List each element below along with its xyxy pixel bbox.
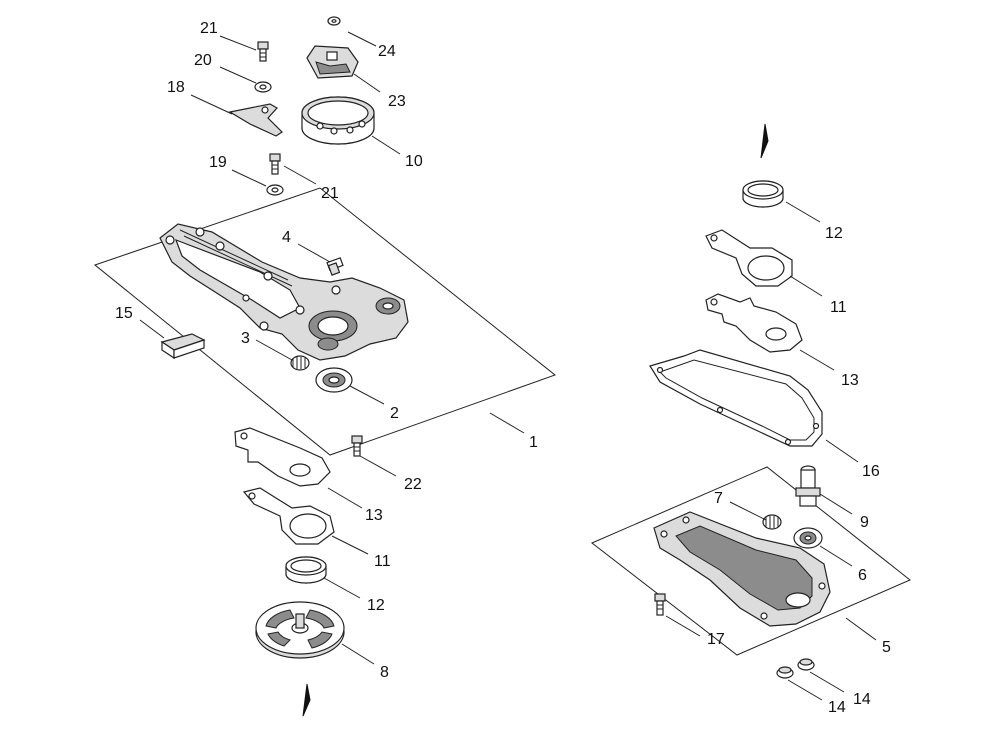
callout-2: 2	[390, 405, 399, 422]
callout-6: 6	[858, 567, 867, 584]
part-ring-plate-11-right	[705, 229, 793, 287]
callout-10: 10	[405, 153, 423, 170]
callout-19: 19	[209, 154, 227, 171]
callout-15: 15	[115, 305, 133, 322]
callout-5: 5	[882, 639, 891, 656]
part-shaft-9	[795, 465, 821, 507]
callout-8: 8	[380, 664, 389, 681]
part-bolt-17	[654, 593, 666, 616]
part-washer-20	[254, 81, 272, 93]
part-cap-14-a	[776, 666, 794, 679]
callout-3: 3	[241, 330, 250, 347]
part-washer-24	[327, 16, 341, 26]
callout-24: 24	[378, 43, 396, 60]
callout-numbers: 21 24 20 18 23 10 19 21 4 15 3 2 1 22 13…	[115, 20, 891, 716]
callout-21-top: 21	[200, 20, 218, 37]
part-plate-13-left	[234, 427, 331, 487]
assembly-box-1	[93, 187, 557, 456]
up-arrow-top	[760, 123, 769, 159]
up-arrow-bottom	[302, 683, 311, 717]
part-drive-plate-8	[255, 601, 345, 659]
part-gasket-16	[649, 349, 823, 447]
part-ball-bearing-6	[793, 527, 823, 549]
part-case-5	[653, 511, 831, 627]
callout-23: 23	[388, 93, 406, 110]
part-needle-bearing-3	[290, 355, 310, 371]
part-clutch-drum-10	[301, 96, 375, 145]
part-clutch-shoe-23	[306, 45, 359, 79]
callout-14-bottom: 14	[828, 699, 846, 716]
part-plate-13-right	[705, 293, 803, 353]
callout-1: 1	[529, 434, 538, 451]
part-needle-bearing-7	[762, 514, 782, 530]
callout-13-left: 13	[365, 507, 383, 524]
callout-4: 4	[282, 229, 291, 246]
part-pad-15	[160, 333, 206, 360]
part-housing-1	[159, 223, 409, 361]
callout-16: 16	[862, 463, 880, 480]
part-cap-14-b	[797, 658, 815, 671]
part-ball-bearing-2	[315, 367, 353, 393]
part-ring-plate-11-left	[242, 487, 335, 545]
part-bracket-18	[228, 103, 283, 137]
callout-11-right: 11	[830, 299, 847, 316]
callout-21-bottom: 21	[321, 185, 339, 202]
part-bolt-21-top	[257, 41, 269, 62]
callout-7: 7	[714, 490, 723, 507]
part-washer-21	[266, 184, 284, 196]
callout-11-left: 11	[374, 553, 391, 570]
callout-12-left: 12	[367, 597, 385, 614]
callout-20: 20	[194, 52, 212, 69]
callout-17: 17	[707, 631, 725, 648]
callout-12-right: 12	[825, 225, 843, 242]
assembly-box-5	[591, 466, 911, 656]
part-bolt-19	[269, 153, 281, 175]
leader-lines	[139, 31, 877, 701]
part-collar-12-left	[285, 556, 327, 584]
part-fitting-4	[326, 257, 344, 276]
callout-9: 9	[860, 514, 869, 531]
callout-18: 18	[167, 79, 185, 96]
callout-14-right: 14	[853, 691, 871, 708]
callout-13-right: 13	[841, 372, 859, 389]
callout-22: 22	[404, 476, 422, 493]
part-bolt-22	[351, 435, 363, 457]
part-collar-12-right	[742, 180, 784, 208]
